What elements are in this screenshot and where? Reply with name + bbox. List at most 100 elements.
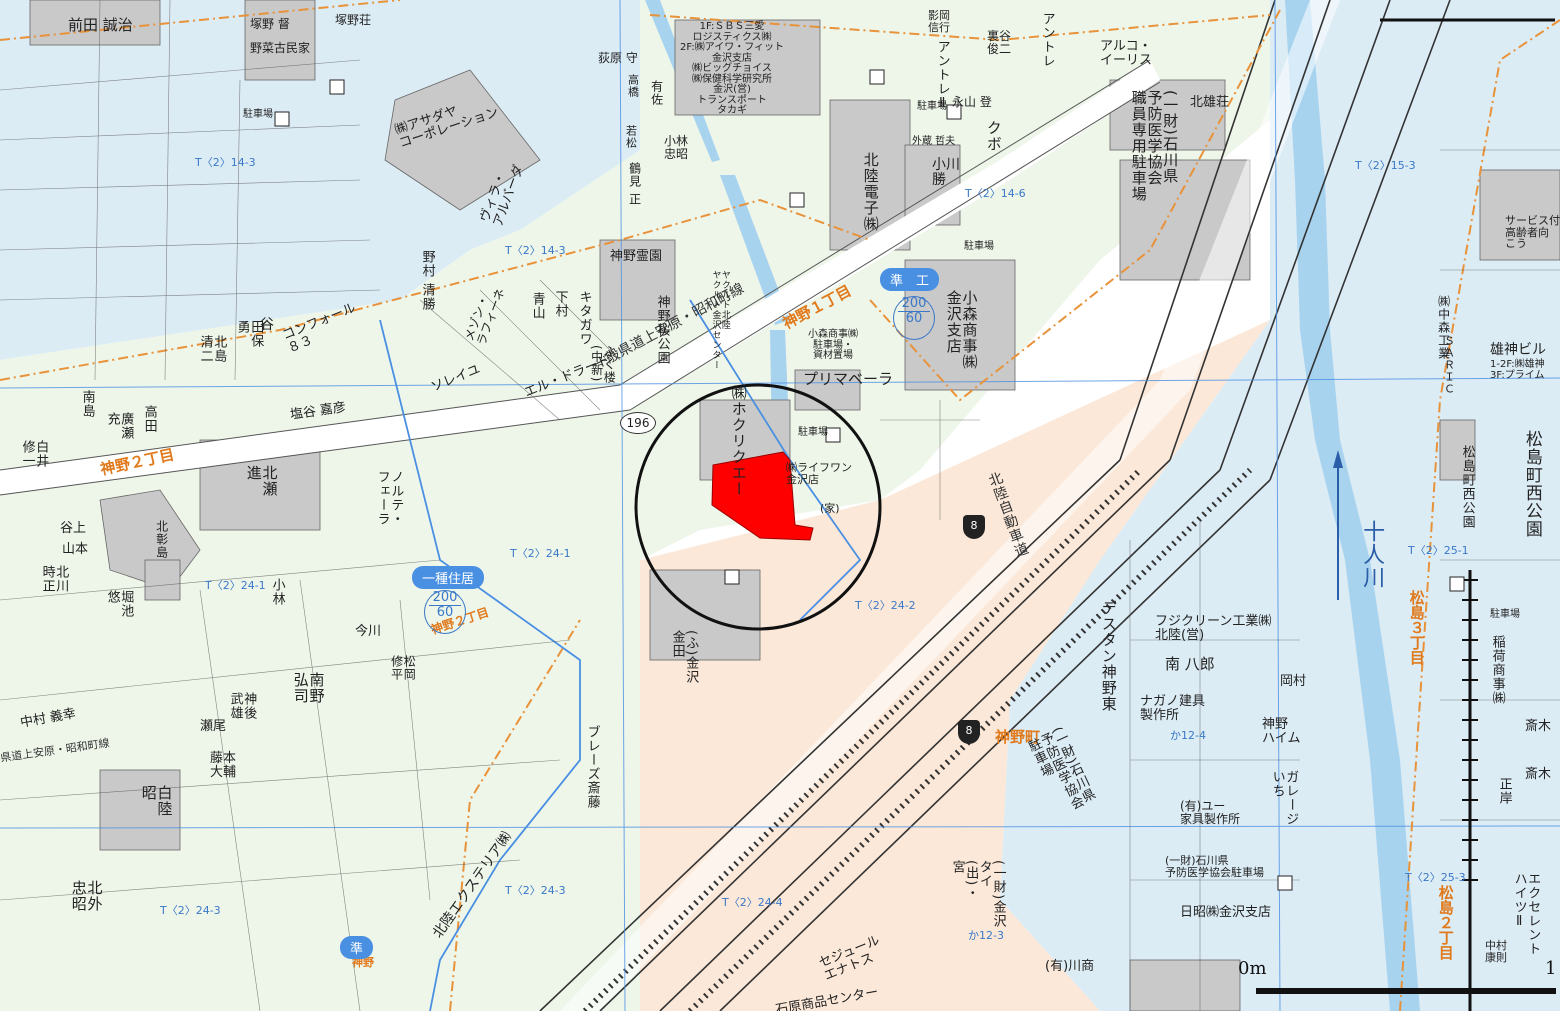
label-garage: ガレージ いち: [1269, 770, 1299, 826]
label-kageoka: 影岡 信行: [928, 9, 950, 34]
label-hokuyuso: 北雄荘: [1190, 95, 1230, 110]
label-ogawa: 小川 勝: [932, 157, 960, 188]
zone-ring-1: 200 60: [893, 296, 935, 340]
label-wakamatsu: 若松: [624, 125, 638, 149]
label-kango: 神後 武雄: [227, 692, 257, 720]
label-kougyo: ㈱中森工業: [1436, 295, 1451, 360]
target-site: [711, 451, 814, 541]
label-minami-hachiro: 南 八郎: [1165, 655, 1215, 673]
label-tabo: 田保 勇: [234, 320, 264, 348]
scale-zero-label: 0m: [1238, 958, 1267, 979]
label-antore2: アントレⅡ: [934, 40, 950, 112]
zone-jun: 準: [340, 936, 374, 959]
label-tsukano-so: 塚野荘: [335, 13, 372, 27]
label-minamino: 南野 弘司: [291, 672, 326, 704]
district-kanno-bottom: 神野: [352, 956, 374, 969]
parking-label: 駐車場: [1490, 609, 1520, 620]
label-antore: アントレ: [1039, 12, 1055, 68]
label-matsuoka: 松岡 修平: [389, 655, 417, 681]
parking-label: 駐車場: [917, 101, 947, 112]
label-kitajima: 北島 清二: [197, 335, 227, 363]
label-saiki2: 斎木: [1525, 767, 1552, 782]
route-8-shield-1: 8: [963, 515, 985, 539]
label-yakult: ヤクルト北陸 ヤクルト金沢センター: [710, 270, 730, 370]
block-code: T〈2〉24-1: [205, 579, 266, 592]
parking-label: 駐車場: [964, 241, 994, 252]
label-nissho: 日昭㈱金沢支店: [1180, 905, 1272, 920]
zone-ring-2-bottom: 60: [436, 605, 454, 621]
label-kanno-reien: 神野霊園: [610, 249, 663, 264]
label-semi: 瀬尾: [200, 719, 227, 734]
scale-bar: [1256, 988, 1556, 994]
site-circle: [634, 383, 882, 631]
zone-jun-kou: 準 工: [880, 268, 940, 291]
label-kitagawa: キタガワ: [576, 290, 592, 346]
block-code: T〈2〉15-3: [1355, 159, 1416, 172]
river-label: 十人川: [1359, 520, 1385, 589]
zone-ring-2-top: 200: [432, 590, 458, 605]
scale-one-label: 1: [1545, 958, 1557, 979]
label-arisa: 有佐: [649, 80, 664, 106]
block-code: か12-3: [968, 929, 1004, 942]
block-code: か12-4: [1170, 729, 1206, 742]
label-kanno-heim: 神野 ハイム: [1262, 717, 1301, 746]
label-tsurumi: 鶴見 正: [627, 162, 642, 206]
label-shimomura: 下村: [552, 290, 568, 318]
label-arikawa: (有)川商: [1045, 959, 1095, 974]
block-code: T〈2〉25-1: [1408, 544, 1469, 557]
zone-ring-1-top: 200: [901, 296, 927, 311]
label-tsukano: 塚野 督: [250, 17, 290, 31]
label-destan: デスタン神野東: [1099, 600, 1118, 712]
label-hirose: 廣瀬 充: [104, 412, 134, 440]
block-code: T〈2〉14-6: [965, 187, 1026, 200]
label-primavera: プリマベーラ: [803, 370, 894, 388]
label-kubo: クボ: [984, 120, 1003, 152]
label-masaki: 正岸: [1496, 777, 1512, 805]
label-hokuse: 北瀬 進: [244, 465, 279, 497]
label-yuujin-detail: 1-2F:㈱雄神 3F:プライム: [1490, 359, 1545, 381]
label-horiike: 堀池 悠: [104, 590, 134, 618]
label-gaizo: 外蔵 哲夫: [912, 136, 956, 147]
label-ie: (家): [820, 502, 840, 515]
parking-label: 駐車場: [798, 427, 828, 438]
label-lifewan: ㈱ライフワン 金沢店: [786, 461, 852, 486]
label-excellent: エクセレント ハイツⅡ: [1511, 872, 1541, 956]
label-brezza: ブレーズ斎藤: [584, 725, 600, 809]
label-okamura: 岡村: [1280, 674, 1307, 689]
block-code: T〈2〉14-3: [195, 156, 256, 169]
label-ishikawa-lot: (一財)石川県 予防医学協会駐車場: [1165, 854, 1264, 879]
label-kobayashi: 小林 忠昭: [664, 134, 689, 161]
label-komori-lot: 小森商事㈱ 駐車場・ 資材置場: [808, 329, 858, 361]
route-196-marker: 196: [620, 412, 656, 434]
label-maeda: 前田 誠治: [68, 16, 133, 34]
label-kitakawa: 北川 時正: [39, 565, 69, 593]
label-inari: 稲荷商事㈱: [1489, 635, 1505, 705]
label-nakamura2: 中村 康則: [1485, 939, 1507, 964]
label-komori: 小森商事㈱ 金沢支店: [944, 290, 979, 370]
label-imagawa: 今川: [355, 624, 382, 639]
route-8-shield-2: 8: [958, 720, 980, 744]
label-norte: ノルテ・ フェーラ: [374, 470, 404, 526]
label-shiroi: 白井 修一: [19, 440, 49, 468]
district-kanno-machi: 神野町: [995, 728, 1041, 746]
label-matsushima-park: 松島町西公園: [1459, 445, 1475, 529]
label-aoyama: 青山: [529, 292, 545, 320]
label-urayatsu: 裏谷 俊二: [987, 29, 1012, 56]
label-ishikawa-kyokai: (一財)石川県 予防医学協会 職員専用駐車場: [1129, 90, 1180, 202]
block-code: T〈2〉24-2: [855, 599, 916, 612]
block-code: T〈2〉14-3: [505, 244, 566, 257]
label-yamamoto: 山本: [62, 542, 89, 557]
label-matsushima-park2: 松島町西公園: [1521, 430, 1542, 538]
block-code: T〈2〉24-4: [722, 896, 783, 909]
label-tani: 谷: [260, 317, 274, 333]
label-hakuriku: 白陸 昭: [139, 785, 174, 817]
label-ryuu-kagu: (有)ユー 家具製作所: [1180, 799, 1241, 826]
district-matsushima-3: 松島３丁目: [1407, 590, 1426, 665]
label-kanno-sakura: 神野桜公園: [654, 295, 670, 365]
zone-ring-1-bottom: 60: [905, 311, 923, 327]
label-sbs: 1F:ＳＢＳ三愛 ロジスティクス㈱ 2F:㈱アイワ・フィット 金沢支店 ㈱ビッグ…: [680, 21, 785, 116]
parking-label: 駐車場: [243, 109, 273, 120]
zone-ring-2: 200 60: [424, 590, 466, 634]
